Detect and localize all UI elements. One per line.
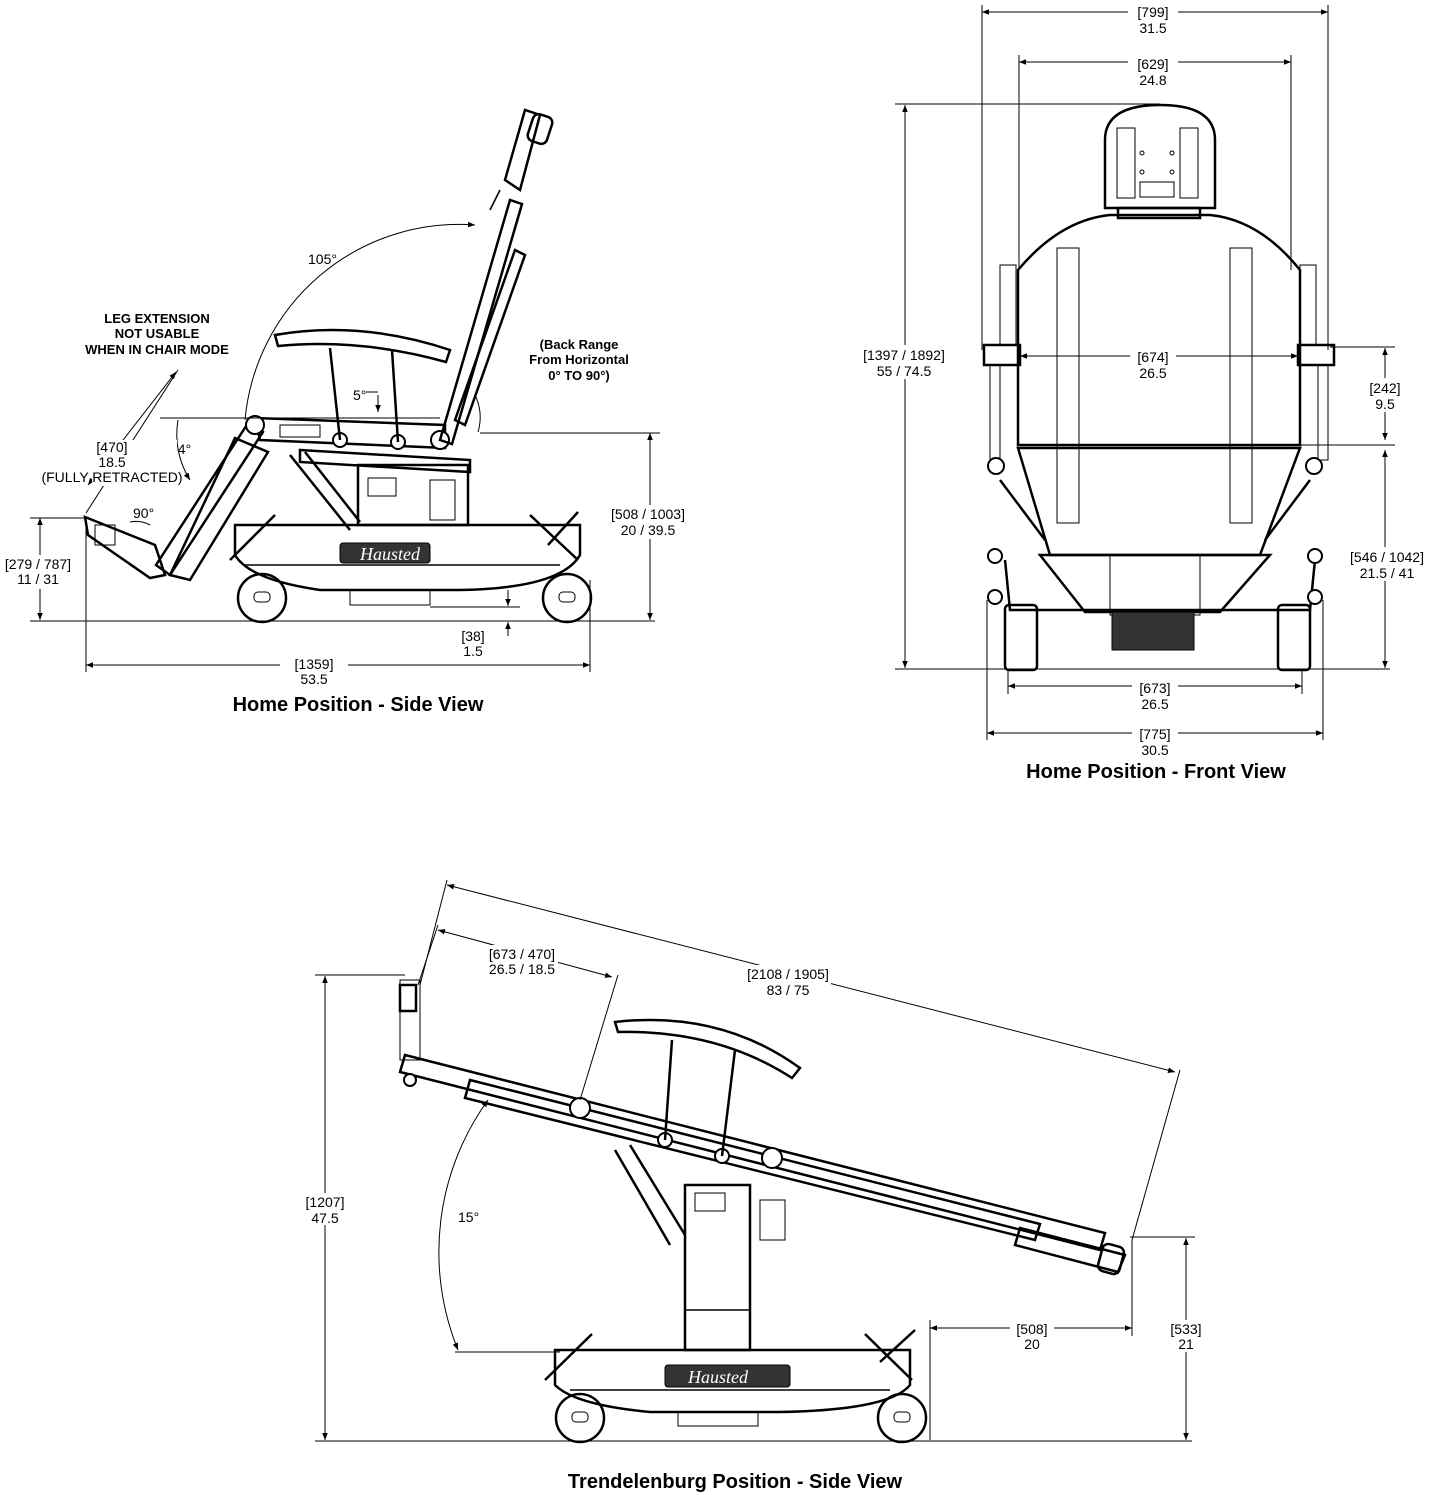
front-dim-seat-width: [674] 26.5 xyxy=(1130,347,1176,381)
svg-text:(FULLY RETRACTED): (FULLY RETRACTED) xyxy=(41,469,182,485)
side-note-back: (Back Range From Horizontal 0° TO 90°) xyxy=(529,337,629,383)
front-seat-base xyxy=(987,446,1323,672)
side-wheel-left xyxy=(236,572,288,624)
side-angle-tilt: 5° xyxy=(353,387,366,403)
front-dim-base-width: [775] 30.5 xyxy=(1132,724,1178,758)
front-backrest xyxy=(1016,213,1302,524)
trend-wheel-left xyxy=(554,1392,606,1444)
svg-text:[470]: [470] xyxy=(96,439,127,455)
svg-text:21: 21 xyxy=(1178,1336,1194,1352)
side-angle-arcs xyxy=(129,221,481,526)
front-view: [799] 31.5 [629] 24.8 [1397 / 1892] 55 /… xyxy=(855,3,1432,783)
svg-text:[279 / 787]: [279 / 787] xyxy=(5,556,71,572)
side-dim-seat-height: [508 / 1003] 20 / 39.5 xyxy=(611,505,688,539)
trend-dim-foot-height: [533] 21 xyxy=(1164,1320,1208,1352)
svg-text:[629]: [629] xyxy=(1137,56,1168,72)
svg-text:[1207]: [1207] xyxy=(306,1194,345,1210)
trend-armrest xyxy=(613,1018,802,1157)
svg-text:24.8: 24.8 xyxy=(1139,72,1166,88)
svg-text:[775]: [775] xyxy=(1139,726,1170,742)
side-logo: Hausted xyxy=(359,544,421,564)
side-dim-clearance: [38] 1.5 xyxy=(461,628,484,659)
svg-text:83 / 75: 83 / 75 xyxy=(767,982,810,998)
front-dim-height: [1397 / 1892] 55 / 74.5 xyxy=(855,345,953,379)
front-headrest xyxy=(1103,103,1217,220)
svg-text:[673]: [673] xyxy=(1139,680,1170,696)
trend-wheel-right xyxy=(876,1392,928,1444)
svg-text:WHEN IN CHAIR MODE: WHEN IN CHAIR MODE xyxy=(85,342,229,357)
svg-text:20: 20 xyxy=(1024,1336,1040,1352)
front-dim-seat-height: [546 / 1042] 21.5 / 41 xyxy=(1342,547,1432,581)
svg-text:[546 / 1042]: [546 / 1042] xyxy=(1350,549,1424,565)
svg-text:26.5 / 18.5: 26.5 / 18.5 xyxy=(489,961,555,977)
side-view: Hausted xyxy=(4,108,688,716)
svg-text:55 / 74.5: 55 / 74.5 xyxy=(877,363,932,379)
side-note-leg: LEG EXTENSION NOT USABLE WHEN IN CHAIR M… xyxy=(85,311,229,357)
svg-text:[508]: [508] xyxy=(1016,1321,1047,1337)
trend-dim-head-section: [673 / 470] 26.5 / 18.5 xyxy=(486,945,558,977)
side-dim-leg-len: [470] 18.5 (FULLY RETRACTED) xyxy=(41,439,183,486)
front-dim-overall-width: [799] 31.5 xyxy=(1128,3,1178,36)
svg-text:[242]: [242] xyxy=(1369,380,1400,396)
front-arms xyxy=(982,264,1336,475)
trend-dim-height: [1207] 47.5 xyxy=(302,1193,348,1226)
side-logo-plate xyxy=(339,542,431,564)
trend-dim-overhang: [508] 20 xyxy=(1010,1320,1054,1352)
side-back xyxy=(438,108,554,446)
svg-text:NOT USABLE: NOT USABLE xyxy=(115,326,200,341)
svg-text:[38]: [38] xyxy=(461,628,484,644)
trend-column xyxy=(613,1144,786,1352)
side-dim-overall-len: [1359] 53.5 xyxy=(280,656,348,688)
trend-dimensions xyxy=(315,879,1195,1442)
svg-text:From Horizontal: From Horizontal xyxy=(529,352,629,367)
svg-text:21.5 / 41: 21.5 / 41 xyxy=(1360,565,1415,581)
svg-text:26.5: 26.5 xyxy=(1141,696,1168,712)
side-base: Hausted xyxy=(229,511,593,624)
trend-logo: Hausted xyxy=(687,1367,749,1387)
svg-text:30.5: 30.5 xyxy=(1141,742,1168,758)
front-wheel-right xyxy=(1276,603,1312,672)
front-dimensions xyxy=(895,5,1395,740)
trend-view: Hausted xyxy=(302,879,1208,1493)
trend-table xyxy=(398,979,1127,1276)
side-angle-foot: 90° xyxy=(133,505,154,521)
trend-dim-overall-len: [2108 / 1905] 83 / 75 xyxy=(745,965,831,998)
svg-text:[508 / 1003]: [508 / 1003] xyxy=(611,506,685,522)
svg-text:[674]: [674] xyxy=(1137,349,1168,365)
svg-text:LEG EXTENSION: LEG EXTENSION xyxy=(104,311,209,326)
trend-base: Hausted xyxy=(544,1329,928,1444)
side-angle-back: 105° xyxy=(308,251,337,267)
side-dimensions xyxy=(30,369,660,672)
svg-text:[799]: [799] xyxy=(1137,4,1168,20)
svg-text:[1397 / 1892]: [1397 / 1892] xyxy=(863,347,945,363)
svg-text:1.5: 1.5 xyxy=(463,643,483,659)
front-wheel-left xyxy=(1003,603,1039,672)
side-leg-section xyxy=(83,415,270,582)
svg-text:[673 / 470]: [673 / 470] xyxy=(489,946,555,962)
side-armrest xyxy=(273,328,452,443)
svg-text:[1359]: [1359] xyxy=(295,656,334,672)
trend-angle: 15° xyxy=(458,1209,479,1225)
svg-text:31.5: 31.5 xyxy=(1139,20,1166,36)
front-dim-wheel-width: [673] 26.5 xyxy=(1132,678,1178,712)
side-dim-foot-height: [279 / 787] 11 / 31 xyxy=(4,555,74,589)
svg-text:[533]: [533] xyxy=(1170,1321,1201,1337)
svg-text:47.5: 47.5 xyxy=(311,1210,338,1226)
front-dim-arm-height: [242] 9.5 xyxy=(1364,378,1406,412)
front-view-caption: Home Position - Front View xyxy=(1026,761,1286,783)
svg-text:18.5: 18.5 xyxy=(98,454,125,470)
svg-text:26.5: 26.5 xyxy=(1139,365,1166,381)
front-dim-back-width: [629] 24.8 xyxy=(1128,55,1178,88)
svg-text:[2108 / 1905]: [2108 / 1905] xyxy=(747,966,829,982)
side-wheel-right xyxy=(541,572,593,624)
svg-text:20 / 39.5: 20 / 39.5 xyxy=(621,522,676,538)
svg-text:53.5: 53.5 xyxy=(300,671,327,687)
svg-text:11 / 31: 11 / 31 xyxy=(17,571,59,587)
svg-text:9.5: 9.5 xyxy=(1375,396,1395,412)
svg-text:(Back Range: (Back Range xyxy=(540,337,619,352)
side-view-caption: Home Position - Side View xyxy=(233,694,484,716)
svg-text:0° TO 90°): 0° TO 90°) xyxy=(548,368,609,383)
trend-view-caption: Trendelenburg Position - Side View xyxy=(568,1471,903,1493)
